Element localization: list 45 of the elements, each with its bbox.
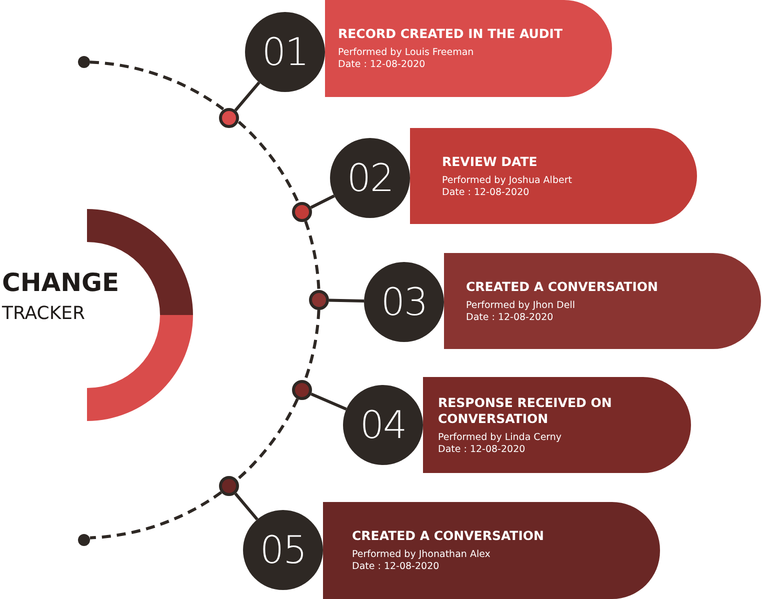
timeline-dot (309, 290, 329, 310)
performer-text: Performed by Linda Cerny (438, 432, 563, 444)
date-text: Date : 12-08-2020 (466, 312, 554, 324)
date-text: Date : 12-08-2020 (352, 561, 440, 573)
timeline-dot (219, 108, 239, 128)
step-card (410, 128, 697, 224)
dashed-arc-connector (236, 398, 299, 481)
connector-line (310, 392, 347, 411)
performer-text: Performed by Jhon Dell (466, 300, 576, 312)
step-heading: RESPONSE RECEIVED ON CONVERSATION (438, 394, 613, 426)
step-card (325, 0, 612, 97)
title-text: CHANGE (2, 268, 120, 297)
step-number-circle: 01 (245, 12, 325, 92)
step-heading: REVIEW DATE (442, 154, 538, 170)
date-text: Date : 12-08-2020 (438, 444, 526, 456)
title-text: TRACKER (2, 303, 86, 324)
timeline-dot (292, 202, 312, 222)
connector-line (234, 492, 258, 520)
dashed-arc-connector (90, 491, 222, 540)
end-dot (78, 56, 90, 68)
step-number-circle: 03 (364, 262, 444, 342)
timeline-dot (292, 380, 312, 400)
step-heading: CREATED A CONVERSATION (352, 528, 545, 544)
connector-line (328, 298, 364, 303)
connector-line (310, 194, 335, 209)
date-text: Date : 12-08-2020 (442, 186, 530, 198)
step-card (323, 502, 660, 599)
date-text: Date : 12-08-2020 (338, 59, 426, 71)
timeline-dot (219, 476, 239, 496)
performer-text: Performed by Joshua Albert (442, 174, 573, 186)
step-heading: RECORD CREATED IN THE AUDIT (338, 26, 564, 42)
dashed-arc-connector (90, 60, 224, 110)
step-number-circle: 04 (343, 385, 423, 465)
performer-text: Performed by Louis Freeman (338, 47, 475, 59)
step-card (423, 377, 691, 473)
step-heading: CREATED A CONVERSATION (466, 278, 659, 294)
step-number-circle: 02 (330, 138, 410, 218)
dashed-arc-connector (304, 220, 320, 290)
dashed-arc-connector (304, 310, 320, 381)
step-number-circle: 05 (243, 510, 323, 590)
performer-text: Performed by Jhonathan Alex (352, 549, 492, 561)
dashed-arc-connector (238, 120, 300, 204)
connector-line (234, 82, 260, 112)
end-dot (78, 534, 90, 546)
step-card (444, 253, 761, 349)
